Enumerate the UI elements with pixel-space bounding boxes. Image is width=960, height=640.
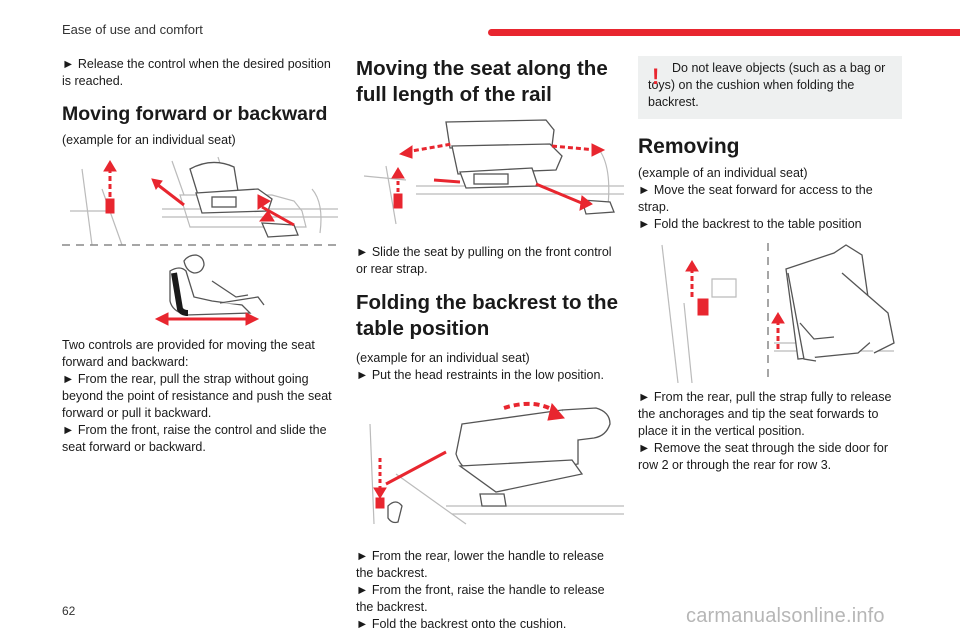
heading-moving-forward-backward: Moving forward or backward — [62, 103, 328, 125]
step-remove-seat: ► Remove the seat through the side door … — [638, 441, 889, 472]
seat-slide-diagram-figure — [154, 254, 265, 326]
backrest-folding-figure — [369, 401, 624, 525]
heading-full-rail: Moving the seat along the full length of… — [356, 57, 608, 106]
column-1: ► Release the control when the desired p… — [62, 56, 338, 456]
header-accent-bar — [488, 29, 960, 36]
heading-folding-backrest: Folding the backrest to the table positi… — [356, 291, 618, 340]
step-from-front: ► From the front, raise the control and … — [62, 423, 327, 454]
heading-removing: Removing — [638, 135, 740, 158]
caption-example: (example for an individual seat) — [62, 133, 236, 147]
column-2: Moving the seat along the full length of… — [356, 56, 624, 633]
seat-removal-figure — [661, 243, 895, 383]
column-3: ! Do not leave objects (such as a bag or… — [638, 56, 902, 474]
step-pull-strap: ► From the rear, pull the strap fully to… — [638, 390, 892, 438]
step-head-restraints: ► Put the head restraints in the low pos… — [356, 368, 604, 382]
step-fold-table: ► Fold the backrest to the table positio… — [638, 217, 862, 231]
watermark: carmanualsonline.info — [686, 605, 885, 627]
page-number: 62 — [62, 604, 76, 618]
seat-full-rail-figure — [363, 119, 624, 225]
body-intro: Two controls are provided for moving the… — [62, 338, 315, 369]
step-slide-seat: ► Slide the seat by pulling on the front… — [356, 245, 612, 276]
exclamation-icon: ! — [652, 64, 660, 89]
intro-step: ► Release the control when the desired p… — [62, 57, 331, 88]
caption-example-2: (example for an individual seat) — [356, 351, 530, 365]
seat-forward-backward-figure — [62, 156, 338, 246]
warning-box: ! Do not leave objects (such as a bag or… — [638, 56, 902, 119]
step-from-rear: ► From the rear, pull the strap without … — [62, 372, 332, 420]
step-lower-handle: ► From the rear, lower the handle to rel… — [356, 549, 604, 580]
step-raise-handle: ► From the front, raise the handle to re… — [356, 583, 605, 614]
step-move-forward: ► Move the seat forward for access to th… — [638, 183, 873, 214]
caption-example-3: (example of an individual seat) — [638, 166, 808, 180]
step-fold-backrest: ► Fold the backrest onto the cushion. — [356, 617, 567, 631]
warning-text: Do not leave objects (such as a bag or t… — [648, 61, 886, 109]
section-title: Ease of use and comfort — [62, 22, 203, 37]
